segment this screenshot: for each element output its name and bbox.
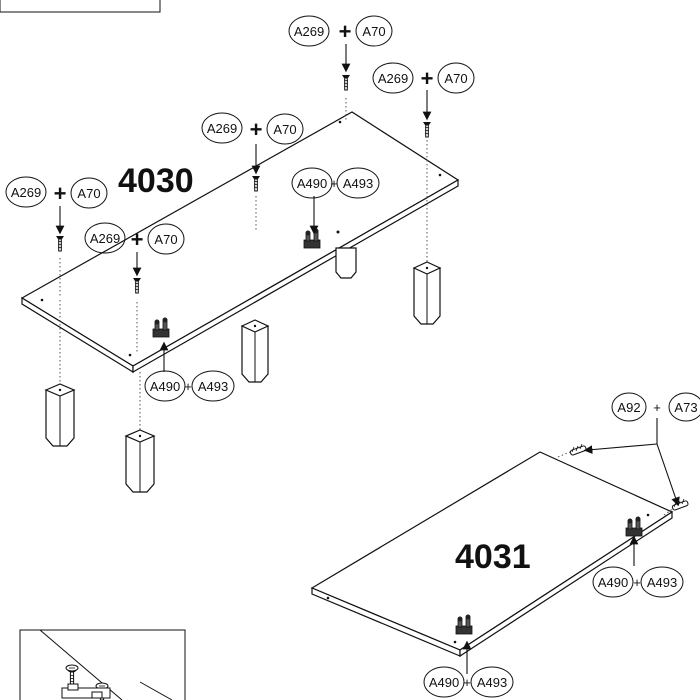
svg-text:+: + xyxy=(250,117,263,142)
detail-inset xyxy=(19,629,186,700)
svg-text:A493: A493 xyxy=(647,575,677,590)
svg-text:A92: A92 xyxy=(617,400,640,415)
svg-text:A490: A490 xyxy=(150,379,180,394)
svg-text:A269: A269 xyxy=(378,71,408,86)
svg-text:A269: A269 xyxy=(90,231,120,246)
leg-icon xyxy=(335,247,357,279)
panel-code-4031: 4031 xyxy=(455,538,531,576)
svg-text:+: + xyxy=(463,675,471,690)
panel-4030 xyxy=(20,111,460,374)
svg-text:A70: A70 xyxy=(362,24,385,39)
callout-a269-a70: A269 + A70 xyxy=(5,176,108,209)
svg-text:+: + xyxy=(54,181,67,206)
leg-icon xyxy=(44,383,76,447)
screw-icon xyxy=(422,121,432,138)
callout-a269-a70: A269 + A70 xyxy=(84,222,185,255)
svg-text:A269: A269 xyxy=(207,121,237,136)
leg-icon xyxy=(124,429,156,493)
svg-text:+: + xyxy=(184,379,192,394)
dowel-icon xyxy=(671,498,689,511)
svg-text:+: + xyxy=(131,227,144,252)
svg-text:+: + xyxy=(330,176,338,191)
callout-a490-a493: A490 + A493 xyxy=(592,566,684,598)
callout-a490-a493: A490 + A493 xyxy=(423,666,514,698)
callout-a490-a493: A490 + A493 xyxy=(144,370,235,402)
svg-text:A493: A493 xyxy=(343,176,373,191)
panel-4031 xyxy=(310,451,674,658)
leg-icon xyxy=(240,319,270,383)
callout-a92-a73: A92 + A73 xyxy=(611,392,700,422)
svg-text:+: + xyxy=(421,66,434,91)
svg-text:+: + xyxy=(633,575,641,590)
svg-text:A269: A269 xyxy=(11,185,41,200)
screw-icon xyxy=(55,235,65,252)
callout-a269-a70: A269 + A70 xyxy=(288,15,393,47)
svg-text:A490: A490 xyxy=(429,675,459,690)
callout-a490-a493: A490 + A493 xyxy=(291,167,380,199)
screw-icon xyxy=(341,74,351,91)
svg-text:A493: A493 xyxy=(477,675,507,690)
callout-a269-a70: A269 + A70 xyxy=(372,62,475,94)
callout-a269-a70: A269 + A70 xyxy=(201,112,304,145)
svg-text:A493: A493 xyxy=(198,379,228,394)
svg-text:A490: A490 xyxy=(297,176,327,191)
svg-text:A70: A70 xyxy=(444,71,467,86)
panel-code-4030: 4030 xyxy=(118,162,194,200)
svg-text:A70: A70 xyxy=(154,232,177,247)
leg-icon xyxy=(412,261,442,325)
svg-text:A70: A70 xyxy=(273,122,296,137)
dowel-icon xyxy=(569,443,587,456)
svg-text:A269: A269 xyxy=(294,24,324,39)
svg-text:A490: A490 xyxy=(598,575,628,590)
svg-text:A70: A70 xyxy=(77,186,100,201)
svg-text:A73: A73 xyxy=(674,400,697,415)
svg-text:+: + xyxy=(339,19,352,44)
frame-corner xyxy=(0,0,161,13)
svg-text:+: + xyxy=(653,400,661,415)
